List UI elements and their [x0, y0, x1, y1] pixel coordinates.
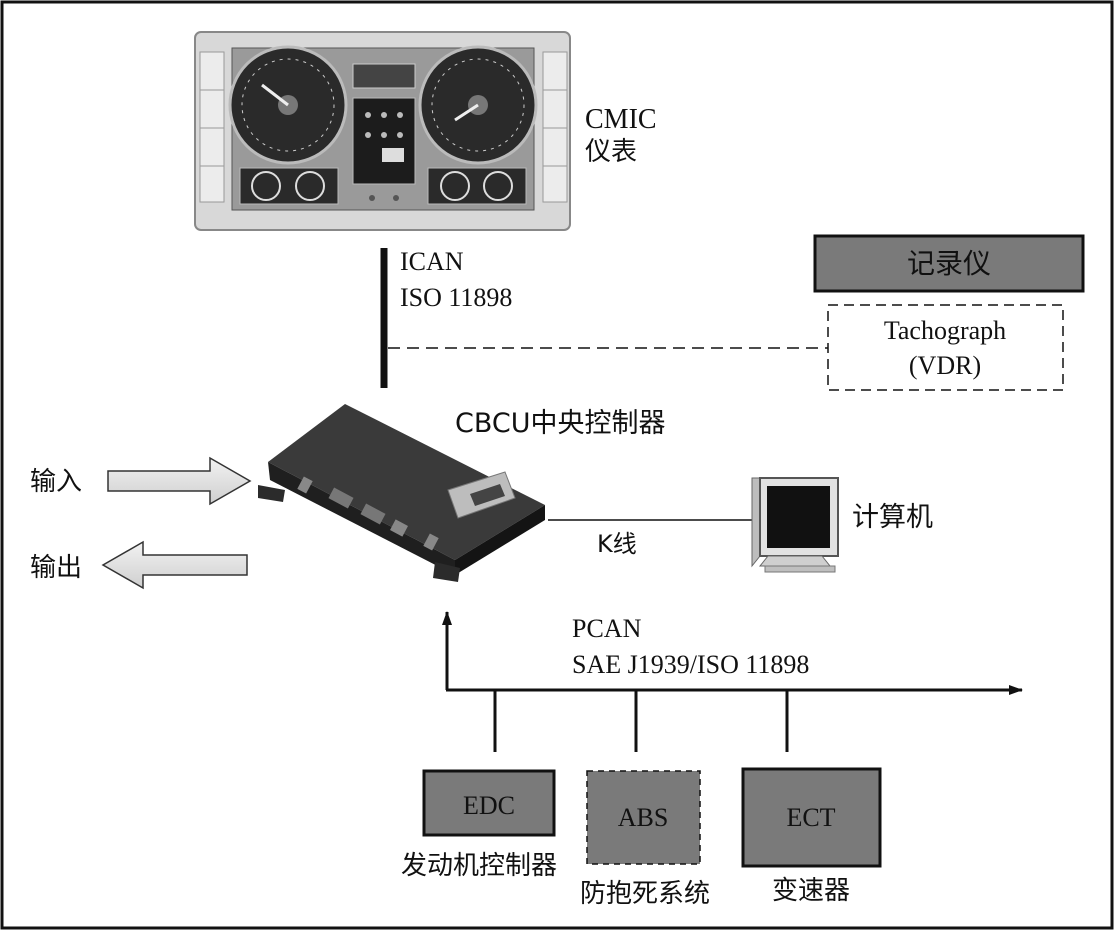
- recorder-box: [813, 234, 1085, 293]
- ican-standard-label: ISO 11898: [400, 283, 512, 312]
- recorder-label: 记录仪: [907, 247, 991, 280]
- abs-label: ABS: [618, 803, 669, 832]
- cmic-label: CMIC: [585, 104, 657, 135]
- tachograph-label: Tachograph: [884, 316, 1006, 345]
- ect-caption: 变速器: [772, 876, 850, 906]
- edc-label: EDC: [463, 791, 515, 820]
- edc-box: [422, 769, 556, 837]
- input-label: 输入: [30, 467, 82, 497]
- output-arrow: [101, 540, 248, 590]
- pcan-standard-label: SAE J1939/ISO 11898: [572, 650, 809, 679]
- ect-label: ECT: [786, 803, 835, 832]
- cbcu-controller-image: [258, 404, 545, 582]
- input-arrow: [107, 456, 252, 506]
- computer-monitor-image: [751, 477, 839, 573]
- cmic-sublabel: 仪表: [585, 137, 637, 167]
- tachograph-vdr-label: (VDR): [909, 351, 981, 380]
- computer-label: 计算机: [852, 502, 933, 533]
- cbcu-label: CBCU中央控制器: [455, 408, 666, 439]
- pcan-label: PCAN: [572, 614, 642, 643]
- ican-label: ICAN: [400, 247, 464, 276]
- edc-caption: 发动机控制器: [401, 851, 557, 881]
- k-line-label: K线: [597, 530, 637, 558]
- abs-caption: 防抱死系统: [580, 879, 710, 909]
- ect-box: [741, 767, 882, 868]
- cmic-instrument-cluster-image: [194, 31, 571, 231]
- abs-box: [586, 770, 701, 865]
- output-label: 输出: [30, 553, 82, 583]
- tachograph-box: [827, 304, 1064, 391]
